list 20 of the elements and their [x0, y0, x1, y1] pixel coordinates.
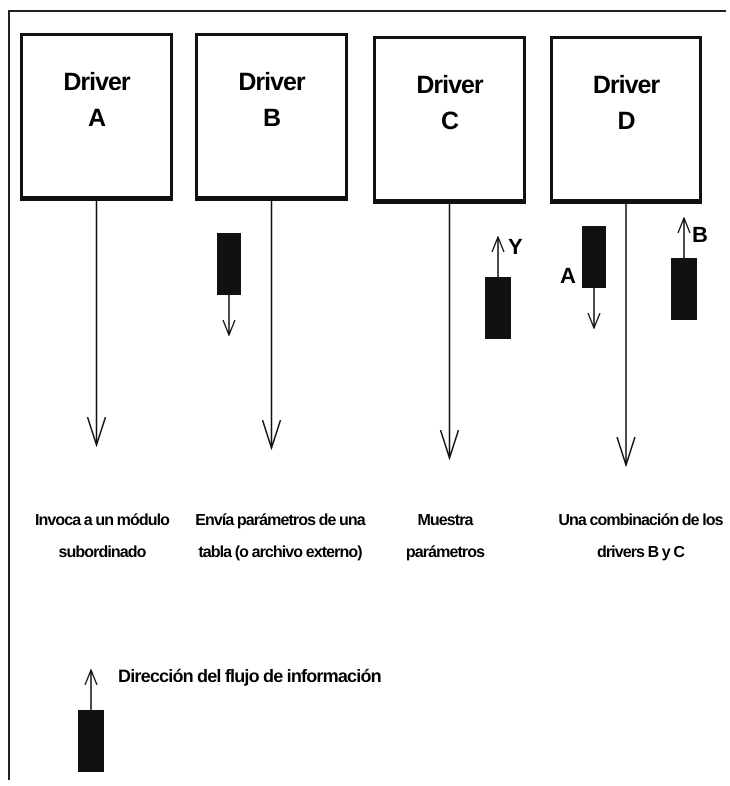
description-text: Muestra parámetros — [404, 511, 486, 563]
description-text: Envía parámetros de una tabla (o archivo externo) — [194, 511, 366, 563]
flow-label: A — [560, 263, 576, 289]
legend-text: Dirección del flujo de información — [118, 666, 381, 687]
description-text: Una combinación de los drivers B y C — [557, 511, 724, 563]
flow-label: B — [692, 222, 708, 248]
driver-box — [550, 36, 702, 204]
driver-label: Driver A — [63, 67, 130, 134]
arrow — [86, 201, 106, 446]
arrow — [440, 204, 460, 459]
driver-label: Driver D — [592, 70, 660, 137]
arrow — [262, 201, 282, 449]
driver-label: Driver C — [416, 70, 483, 137]
driver-label: Driver B — [238, 67, 305, 134]
description-text: Invoca a un módulo subordinado — [34, 511, 170, 563]
flow-label: Y — [508, 234, 523, 260]
driver-box — [20, 33, 173, 201]
arrow — [616, 204, 636, 466]
driver-box — [195, 33, 348, 201]
driver-box — [373, 36, 526, 204]
